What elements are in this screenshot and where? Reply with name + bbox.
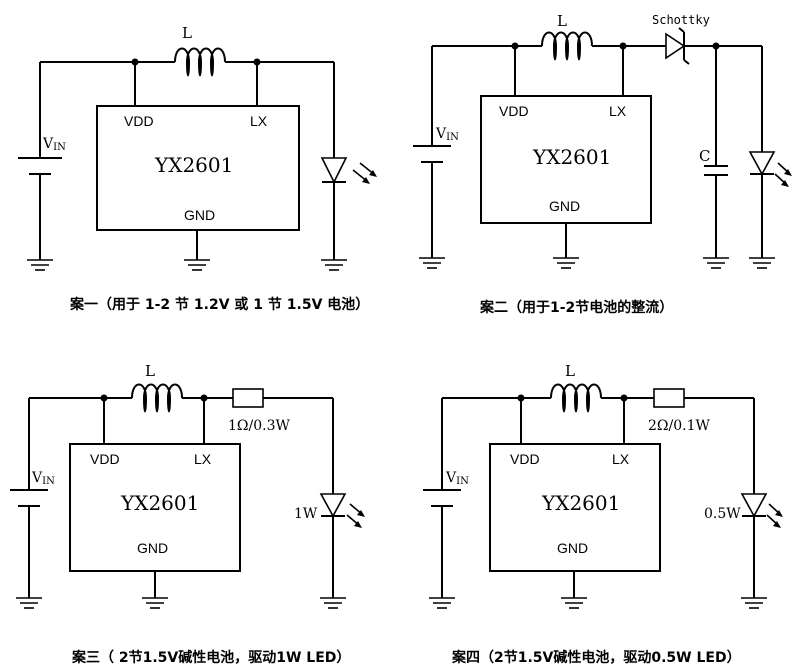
pin-lx-label: LX (612, 451, 630, 467)
vin-label: VIN (435, 126, 459, 143)
resistor-3 (232, 388, 264, 408)
led-4 (740, 398, 783, 598)
ground-symbol (428, 597, 456, 609)
resistor-label: 1Ω/0.3W (228, 418, 290, 434)
pin-gnd-label: GND (184, 207, 215, 223)
chip-name-label: YX2601 (154, 153, 233, 177)
vin-label: VIN (445, 470, 469, 487)
ground-symbol (702, 257, 730, 269)
resistor-label: 2Ω/0.1W (648, 418, 710, 434)
pin-vdd-label: VDD (499, 103, 529, 119)
ground-symbol (183, 259, 211, 271)
pin-gnd-label: GND (557, 540, 588, 556)
pin-vdd-label: VDD (124, 113, 154, 129)
circuit-case-2: VIN L Schottky VDD LX YX2601 GND (413, 12, 792, 316)
vin-label: VIN (42, 136, 66, 153)
caption-case-4: 案四（2节1.5V碱性电池，驱动0.5W LED） (451, 649, 741, 666)
caption-case-1: 案一（用于 1-2 节 1.2V 或 1 节 1.5V 电池） (69, 296, 369, 313)
led-label: 0.5W (704, 506, 741, 522)
ground-symbol (748, 257, 776, 269)
ground-symbol (740, 597, 768, 609)
circuit-case-1: VIN L VDD LX YX2601 GND 案一（用于 1-2 (18, 24, 377, 313)
inductor-label: L (557, 12, 567, 30)
battery-3 (10, 398, 48, 598)
battery-2 (413, 46, 451, 258)
circuit-case-3: VIN L 1Ω/0.3W VDD LX YX2601 GND (10, 362, 365, 666)
chip-yx2601 (489, 443, 661, 572)
pin-gnd-label: GND (137, 540, 168, 556)
ground-symbol (141, 597, 169, 609)
led-label: 1W (294, 506, 318, 522)
circuit-case-4: VIN L 2Ω/0.1W VDD LX YX2601 GND (423, 362, 783, 666)
ground-symbol (552, 257, 580, 269)
capacitor-c (704, 46, 728, 258)
pin-gnd-label: GND (549, 198, 580, 214)
ground-symbol (319, 597, 347, 609)
resistor-4 (653, 388, 685, 408)
chip-name-label: YX2601 (541, 491, 620, 515)
battery-4 (423, 398, 461, 598)
capacitor-label: C (699, 147, 710, 165)
led-3 (319, 398, 365, 598)
inductor-1 (174, 47, 226, 77)
vin-label: VIN (31, 470, 55, 487)
schottky-label: Schottky (652, 13, 710, 27)
inductor-2 (541, 31, 593, 61)
pin-lx-label: LX (609, 103, 627, 119)
ground-symbol (26, 259, 54, 271)
chip-yx2601 (480, 95, 652, 224)
pin-vdd-label: VDD (90, 451, 120, 467)
pin-lx-label: LX (250, 113, 268, 129)
ground-symbol (320, 259, 348, 271)
inductor-label: L (145, 362, 155, 380)
chip-name-label: YX2601 (532, 145, 611, 169)
battery-1 (18, 62, 62, 260)
inductor-3 (131, 383, 183, 413)
inductor-label: L (182, 24, 192, 42)
ground-symbol (15, 597, 43, 609)
ground-symbol (560, 597, 588, 609)
led-1 (320, 62, 377, 260)
inductor-4 (550, 383, 602, 413)
caption-case-3: 案三（ 2节1.5V碱性电池，驱动1W LED） (71, 649, 350, 666)
pin-vdd-label: VDD (510, 451, 540, 467)
caption-case-2: 案二（用于1-2节电池的整流） (479, 299, 673, 316)
led-2 (748, 46, 792, 258)
inductor-label: L (565, 362, 575, 380)
chip-name-label: YX2601 (120, 491, 199, 515)
ground-symbol (418, 257, 446, 269)
pin-lx-label: LX (194, 451, 212, 467)
